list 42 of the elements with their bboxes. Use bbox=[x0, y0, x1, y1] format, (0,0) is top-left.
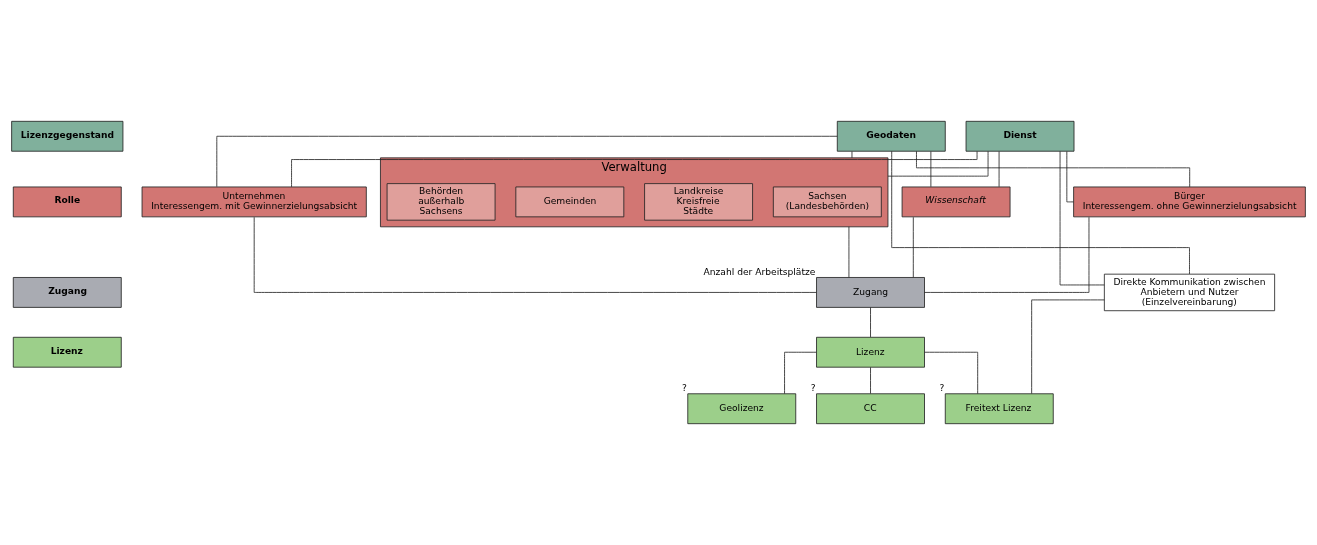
connector bbox=[253, 216, 817, 293]
connector bbox=[1066, 151, 1074, 203]
node-box: Direkte Kommunikation zwischen Anbietern und Nutzer (Einzelvereinbarung) bbox=[1103, 273, 1276, 312]
node-box: Sachsen (Landesbehörden) bbox=[772, 186, 882, 218]
connector bbox=[924, 351, 979, 394]
node-label: ? bbox=[810, 383, 816, 394]
connector bbox=[851, 151, 853, 159]
node-box: Wissenschaft bbox=[901, 186, 1011, 218]
connector bbox=[891, 150, 1190, 275]
node-box: Lizenzgegenstand bbox=[11, 120, 124, 152]
node-box: Geodaten bbox=[836, 120, 946, 152]
node-box: Lizenz bbox=[12, 336, 122, 368]
connector bbox=[870, 307, 871, 338]
node-box: Landkreise Kreisfreie Städte bbox=[644, 183, 753, 221]
connector bbox=[870, 366, 871, 394]
node-box: Unternehmen Interessengem. mit Gewinnerzielungsabsicht bbox=[141, 186, 367, 218]
node-box: Bürger Interessengem. ohne Gewinnerzielungsabsicht bbox=[1073, 186, 1306, 218]
connector bbox=[912, 216, 914, 278]
connector bbox=[924, 216, 1090, 293]
node-box: Zugang bbox=[816, 277, 925, 308]
node-box: Geolizenz bbox=[687, 393, 797, 425]
connector bbox=[1031, 299, 1105, 394]
connector bbox=[916, 150, 1191, 188]
connector bbox=[216, 135, 838, 188]
node-label: ? bbox=[939, 383, 945, 394]
node-box: CC bbox=[816, 393, 925, 425]
connector bbox=[1059, 150, 1105, 286]
connector bbox=[887, 150, 989, 177]
node-box: Lizenz bbox=[816, 336, 925, 368]
node-box: Freitext Lizenz bbox=[944, 393, 1054, 425]
connector bbox=[930, 151, 932, 188]
node-box: Behörden außerhalb Sachsens bbox=[386, 183, 496, 221]
node-label: ? bbox=[681, 383, 687, 394]
connector bbox=[291, 151, 978, 188]
connector bbox=[848, 226, 850, 278]
node-label: Anzahl der Arbeitsplätze bbox=[703, 266, 816, 277]
node-box: Dienst bbox=[965, 120, 1075, 152]
connector bbox=[784, 351, 817, 394]
connector bbox=[998, 151, 1000, 188]
node-box: Rolle bbox=[12, 186, 122, 218]
node-box: Zugang bbox=[12, 277, 122, 308]
node-box: Gemeinden bbox=[515, 186, 625, 218]
